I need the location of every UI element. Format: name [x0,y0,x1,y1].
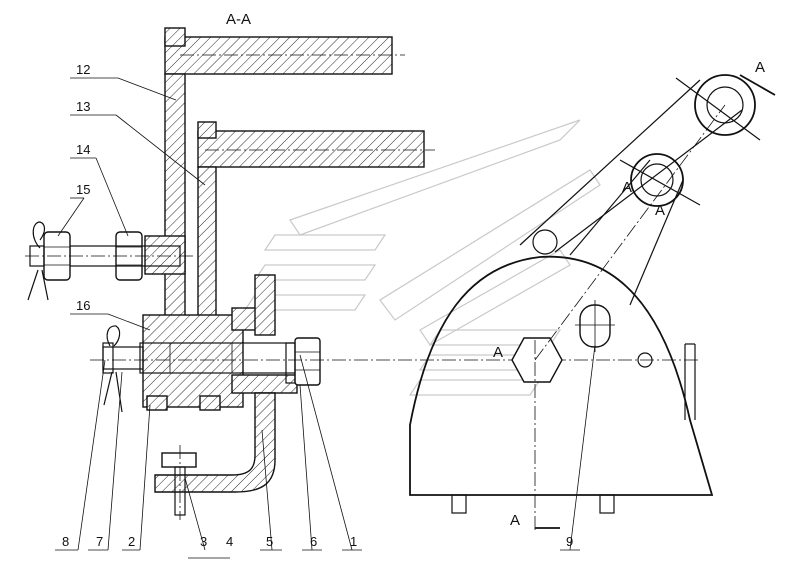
callout-7: 7 [96,534,103,549]
part-5-bracket [154,392,276,520]
section-mark-mid-right: А [655,202,665,219]
callout-2: 2 [128,534,135,549]
callout-12: 12 [76,62,90,77]
section-mark-bottom: А [510,512,520,529]
tension-bolt-assembly [25,221,195,301]
callout-1: 1 [350,534,357,549]
callout-13: 13 [76,99,90,114]
section-title: А-А [226,11,251,28]
callout-14: 14 [76,142,90,157]
main-shaft-assembly [90,274,700,413]
section-mark-center: А [493,344,503,361]
watermark-logo [243,119,601,396]
housing-body [409,255,714,514]
lever-arms [519,74,776,530]
callout-6: 6 [310,534,317,549]
callout-3: 3 [200,534,207,549]
callout-15: 15 [76,182,90,197]
section-mark-top: А [755,59,765,76]
callout-4: 4 [226,534,233,549]
leader-lines [55,77,596,559]
part-13-lower-arm [197,121,435,318]
callout-16: 16 [76,298,90,313]
section-mark-mid-left: А [622,179,632,196]
callout-5: 5 [266,534,273,549]
callout-9: 9 [566,534,573,549]
callout-8: 8 [62,534,69,549]
